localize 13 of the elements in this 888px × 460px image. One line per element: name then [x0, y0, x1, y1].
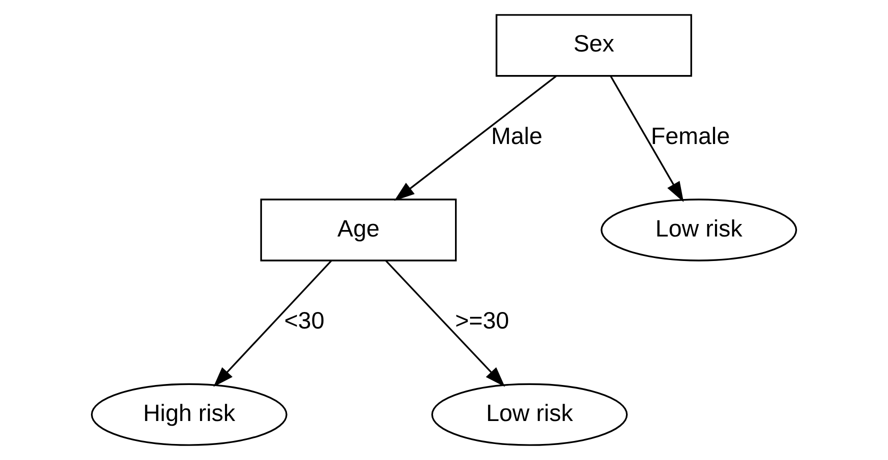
edge-label: >=30: [455, 308, 510, 335]
node-box: Sex: [496, 14, 692, 77]
node-ellipse: High risk: [90, 383, 288, 446]
node-ellipse: Low risk: [431, 383, 628, 446]
edge-label: Female: [650, 124, 730, 150]
edge-label: <30: [284, 308, 324, 335]
arrow: [213, 260, 332, 387]
arrow: [610, 76, 684, 202]
edge-label: Male: [491, 124, 542, 150]
arrow: [394, 76, 557, 201]
node-ellipse: Low risk: [600, 198, 798, 262]
node-box: Age: [260, 198, 457, 262]
arrow: [385, 260, 505, 387]
